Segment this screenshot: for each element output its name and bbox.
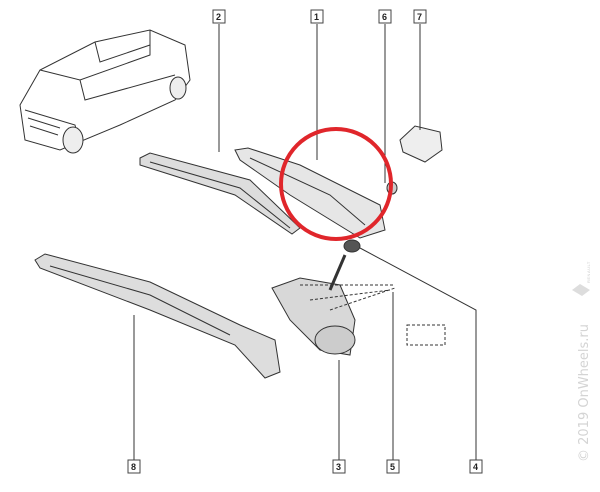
svg-text:2: 2: [216, 12, 221, 22]
svg-text:1: 1: [314, 12, 319, 22]
part-7-cap: [399, 125, 443, 163]
svg-text:6: 6: [382, 12, 387, 22]
renault-logo: [572, 284, 590, 296]
callout-3: 3: [332, 459, 346, 474]
svg-text:3: 3: [336, 462, 341, 472]
callout-7: 7: [413, 9, 427, 24]
copyright-watermark: © 2019 OnWheels.ru: [577, 323, 592, 462]
svg-text:5: 5: [390, 462, 395, 472]
part-2-wiper-blade: [139, 152, 301, 235]
callout-1: 1: [310, 9, 324, 24]
svg-text:4: 4: [473, 462, 478, 472]
callout-8: 8: [127, 459, 141, 474]
car-illustration: [19, 29, 191, 154]
connector-outline: [406, 324, 446, 346]
callout-4: 4: [469, 459, 483, 474]
callout-2: 2: [212, 9, 226, 24]
part-1-wiper-arm: [234, 147, 386, 239]
brand-watermark: RENAULT: [586, 261, 591, 283]
part-8-wiper-blade: [34, 253, 281, 379]
callout-6: 6: [378, 9, 392, 24]
highlight-circle: [279, 127, 393, 241]
svg-text:8: 8: [131, 462, 136, 472]
svg-text:7: 7: [417, 12, 422, 22]
callout-5: 5: [386, 459, 400, 474]
part-3-motor: [271, 239, 361, 356]
